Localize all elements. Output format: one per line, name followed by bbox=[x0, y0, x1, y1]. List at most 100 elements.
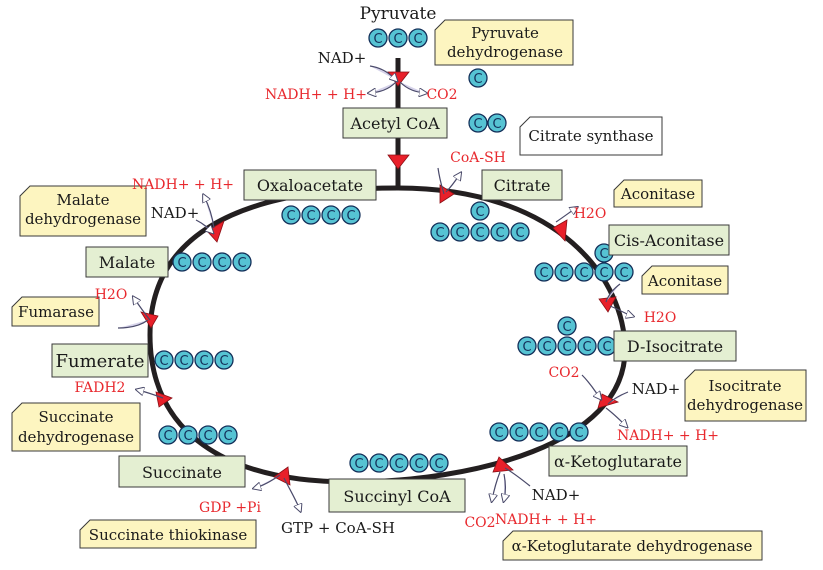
cofactor-co2-1: CO2 bbox=[426, 87, 457, 103]
carbon-co2-released: C bbox=[468, 68, 488, 88]
carbon-atom bbox=[557, 336, 577, 356]
carbon-label: C bbox=[495, 226, 504, 241]
arrow-akg-dh bbox=[492, 456, 514, 473]
carbons-fumerate: C C C C bbox=[154, 350, 234, 370]
enzyme-label: dehydrogenase bbox=[687, 396, 803, 414]
carbon-label: C bbox=[542, 340, 551, 355]
carbons-acetyl-coa: C C bbox=[468, 113, 507, 133]
carbon-label: C bbox=[177, 256, 186, 271]
carbon-label: C bbox=[473, 117, 482, 132]
carbon-label: C bbox=[554, 426, 563, 441]
carbon-label: C bbox=[346, 209, 355, 224]
arrow-nadh-out-3 bbox=[504, 473, 506, 500]
carbon-atom bbox=[470, 222, 490, 242]
enzyme-label: dehydrogenase bbox=[447, 43, 563, 61]
metabolite-label: Malate bbox=[99, 253, 155, 272]
carbon-label: C bbox=[522, 340, 531, 355]
arrow-gdp-in bbox=[255, 474, 281, 488]
carbon-atom bbox=[174, 350, 194, 370]
carbon-atom bbox=[409, 453, 429, 473]
carbon-atom bbox=[529, 422, 549, 442]
carbon-atom bbox=[389, 453, 409, 473]
carbon-label: C bbox=[159, 354, 168, 369]
enzyme-malate-dehydrogenase: Malate dehydrogenase bbox=[19, 185, 147, 237]
arrow-co2-out-2 bbox=[581, 374, 600, 398]
carbon-label: C bbox=[434, 457, 443, 472]
carbon-label: C bbox=[619, 266, 628, 281]
carbon-label: C bbox=[602, 340, 611, 355]
carbon-label: C bbox=[435, 226, 444, 241]
enzyme-label: Pyruvate bbox=[471, 24, 539, 42]
carbon-atom bbox=[430, 222, 450, 242]
cofactor-co2-2: CO2 bbox=[548, 365, 579, 381]
metabolite-label: Succinate bbox=[142, 463, 222, 482]
cofactor-nadh-2: NADH+ + H+ bbox=[617, 428, 719, 444]
carbon-atom bbox=[281, 205, 301, 225]
arrow-aconitase-1 bbox=[552, 219, 568, 242]
enzyme-akg-dehydrogenase: α-Ketoglutarate dehydrogenase bbox=[502, 530, 763, 561]
cofactor-h2o-2: H2O bbox=[644, 310, 677, 326]
arrow-gtp-out bbox=[283, 477, 300, 510]
arrow-thiokinase bbox=[273, 466, 291, 486]
carbon-label: C bbox=[199, 354, 208, 369]
enzyme-label: Citrate synthase bbox=[528, 127, 653, 145]
carbon-atom bbox=[510, 222, 530, 242]
arrow-coash-line bbox=[437, 167, 445, 195]
carbon-atom bbox=[341, 205, 361, 225]
arrow-h2o-in-3 bbox=[134, 298, 151, 321]
enzyme-aconitase-2: Aconitase bbox=[641, 265, 729, 295]
enzyme-succinate-thiokinase: Succinate thiokinase bbox=[79, 519, 257, 549]
cofactor-coash-1: CoA-SH bbox=[450, 150, 506, 166]
carbon-label: C bbox=[393, 32, 402, 47]
carbon-atom bbox=[534, 262, 554, 282]
carbon-atom bbox=[172, 252, 192, 272]
arrow-fadh2-out bbox=[138, 390, 164, 399]
arrow-citrate-synthase bbox=[439, 184, 455, 204]
carbon-label: C bbox=[237, 256, 246, 271]
carbon-atom bbox=[614, 262, 634, 282]
enzyme-label: Malate bbox=[57, 191, 110, 209]
metabolite-label: Cis-Aconitase bbox=[614, 231, 724, 250]
arrow-nad-in-2 bbox=[607, 391, 629, 405]
carbon-label: C bbox=[599, 266, 608, 281]
arrow-nadh-out-4 bbox=[204, 196, 215, 229]
cofactor-nadh-1: NADH+ + H+ bbox=[265, 87, 367, 103]
carbon-atom bbox=[212, 252, 232, 272]
enzyme-label: dehydrogenase bbox=[18, 428, 134, 446]
carbon-atom bbox=[158, 425, 178, 445]
carbons-alpha-ketoglutarate: C C C C C bbox=[489, 422, 589, 442]
carbon-atom bbox=[192, 252, 212, 272]
metabolite-label: Citrate bbox=[494, 176, 551, 195]
carbon-atom bbox=[154, 350, 174, 370]
enzyme-label: Aconitase bbox=[620, 185, 695, 203]
carbon-atom bbox=[214, 350, 234, 370]
carbon-label: C bbox=[534, 426, 543, 441]
arrow-fumarase-tail bbox=[117, 319, 149, 329]
metabolite-succinyl-coa: Succinyl CoA bbox=[328, 478, 466, 513]
carbon-atom bbox=[490, 222, 510, 242]
metabolite-label: Acetyl CoA bbox=[349, 114, 440, 133]
carbon-label: C bbox=[492, 117, 501, 132]
carbon-label: C bbox=[217, 256, 226, 271]
carbons-isocitrate: C C C C C C bbox=[517, 316, 617, 356]
carbons-malate: C C C C bbox=[172, 252, 252, 272]
cofactor-nad-1: NAD+ bbox=[318, 49, 367, 67]
carbon-label: C bbox=[326, 209, 335, 224]
carbon-atom bbox=[198, 425, 218, 445]
carbon-atom bbox=[517, 336, 537, 356]
carbon-atom bbox=[218, 425, 238, 445]
cofactor-nad-4: NAD+ bbox=[151, 204, 200, 222]
cofactor-gdp-pi: GDP +Pi bbox=[199, 500, 261, 516]
arrow-pdh bbox=[387, 71, 410, 87]
carbon-atom bbox=[557, 316, 577, 336]
metabolite-alpha-ketoglutarate: α-Ketoglutarate bbox=[548, 445, 688, 477]
arrow-acetyl-to-cycle bbox=[387, 154, 410, 170]
enzyme-label: Succinate thiokinase bbox=[89, 526, 248, 544]
carbon-label: C bbox=[455, 226, 464, 241]
metabolite-cis-aconitase: Cis-Aconitase bbox=[608, 224, 730, 256]
carbon-label: C bbox=[197, 256, 206, 271]
carbon-label: C bbox=[394, 457, 403, 472]
carbon-atom bbox=[388, 28, 408, 48]
carbon-label: C bbox=[163, 429, 172, 444]
carbon-label: C bbox=[494, 426, 503, 441]
